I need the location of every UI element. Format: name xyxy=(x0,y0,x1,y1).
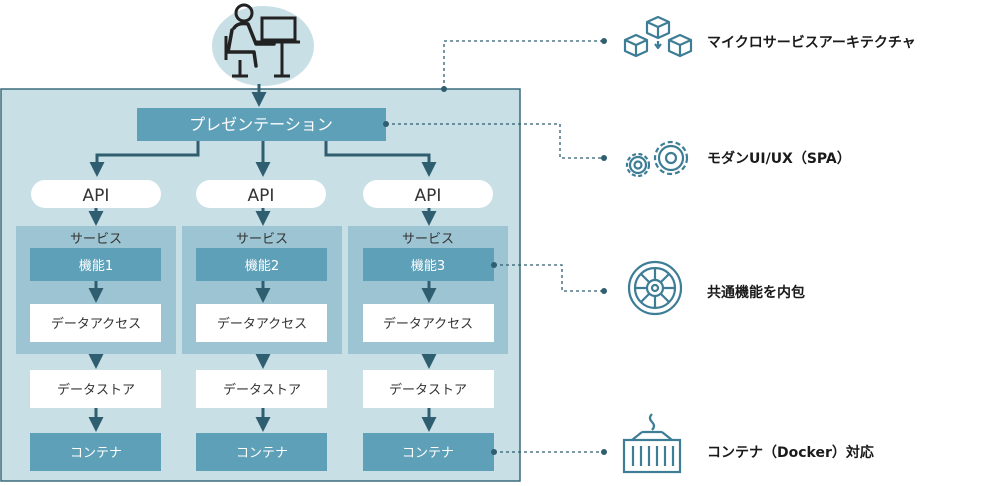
container-box[interactable] xyxy=(363,433,494,471)
callout-common-function-label: 共通機能を内包 xyxy=(707,284,805,301)
data-access-box[interactable] xyxy=(30,304,161,342)
container-label: コンテナ xyxy=(70,446,122,461)
container-box[interactable] xyxy=(196,433,327,471)
container-label: コンテナ xyxy=(236,446,288,461)
callout-modern-ui-label: モダンUI/UX（SPA） xyxy=(707,150,851,167)
person-at-laptop-icon xyxy=(212,3,314,86)
api-pill[interactable] xyxy=(363,180,493,208)
feature-box[interactable] xyxy=(196,248,327,281)
connector-dots xyxy=(383,38,607,455)
callout-container-label: コンテナ（Docker）対応 xyxy=(707,444,874,461)
data-store-label: データストア xyxy=(57,382,135,398)
service-label: サービス xyxy=(402,232,454,247)
feature-box[interactable] xyxy=(30,248,161,281)
column-2: API サービス 機能2 データアクセス データストア コンテナ xyxy=(182,180,342,471)
api-label: API xyxy=(248,186,275,206)
data-access-label: データアクセス xyxy=(383,316,473,332)
connector-architecture xyxy=(443,40,604,89)
connector-dot xyxy=(601,38,607,44)
feature-label: 機能1 xyxy=(79,259,113,274)
connector-dot xyxy=(383,121,389,127)
cubes-icon xyxy=(623,15,693,58)
presentation-box[interactable] xyxy=(137,108,386,141)
column-1: API サービス 機能1 データアクセス データストア コンテナ xyxy=(16,180,176,471)
data-access-label: データアクセス xyxy=(217,316,307,332)
presentation-label: プレゼンテーション xyxy=(189,115,333,134)
feature-label: 機能3 xyxy=(411,259,445,274)
dotted-connectors xyxy=(386,40,604,453)
feature-label: 機能2 xyxy=(245,259,279,274)
connector-dot xyxy=(601,449,607,455)
data-store-label: データストア xyxy=(389,382,467,398)
arrow-presentation-to-api-3 xyxy=(324,141,437,177)
api-pill[interactable] xyxy=(196,180,326,208)
container-box[interactable] xyxy=(30,433,161,471)
api-label: API xyxy=(415,186,442,206)
feature-box[interactable] xyxy=(363,248,494,281)
wheel-icon xyxy=(627,260,683,316)
data-access-box[interactable] xyxy=(363,304,494,342)
connector-common-function xyxy=(494,264,604,292)
connector-dot xyxy=(441,86,447,92)
data-store-box[interactable] xyxy=(363,370,494,408)
data-store-box[interactable] xyxy=(30,370,161,408)
data-access-box[interactable] xyxy=(196,304,327,342)
connector-dot xyxy=(491,449,497,455)
data-store-label: データストア xyxy=(223,382,301,398)
api-pill[interactable] xyxy=(31,180,161,208)
connector-dot xyxy=(601,288,607,294)
connector-modern-ui xyxy=(386,123,604,159)
column-3: API サービス 機能3 データアクセス データストア コンテナ xyxy=(348,180,508,471)
api-label: API xyxy=(83,186,110,206)
callout-architecture-label: マイクロサービスアーキテクチャ xyxy=(707,35,916,51)
service-label: サービス xyxy=(236,232,288,247)
shipping-container-icon xyxy=(622,413,682,474)
arrow-presentation-to-api-1 xyxy=(89,141,200,177)
service-label: サービス xyxy=(70,232,122,247)
connector-dot xyxy=(601,155,607,161)
data-access-label: データアクセス xyxy=(51,316,141,332)
container-label: コンテナ xyxy=(402,446,454,461)
connector-dot xyxy=(491,262,497,268)
gears-icon xyxy=(625,140,689,178)
data-store-box[interactable] xyxy=(196,370,327,408)
